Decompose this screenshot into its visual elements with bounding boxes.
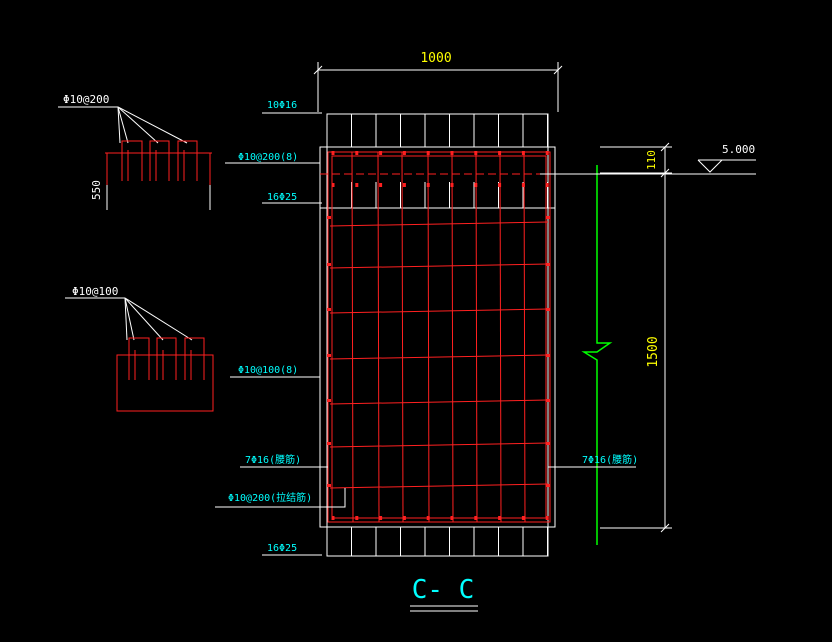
stirrup-vertical bbox=[351, 151, 354, 523]
rebar-bottom-dot bbox=[498, 516, 502, 520]
rebar-mid-dot bbox=[355, 183, 359, 187]
stirrup-horizontal bbox=[329, 399, 549, 405]
rebar-top-dot bbox=[450, 151, 454, 155]
stirrup-vertical bbox=[427, 151, 430, 523]
bottom-bar-ticks bbox=[326, 527, 548, 556]
rebar-top-dot bbox=[545, 151, 549, 155]
rebar-mid-dot bbox=[379, 183, 383, 187]
title-underline bbox=[410, 605, 478, 612]
rebar-cage bbox=[320, 151, 555, 523]
detail-lower: Φ10@100 bbox=[65, 285, 214, 412]
rebar-cage-inner bbox=[331, 155, 547, 519]
rebar-mid-dot bbox=[545, 183, 549, 187]
waist-bar-right bbox=[546, 354, 550, 357]
height-dimension bbox=[600, 142, 672, 533]
rebar-top-dot bbox=[474, 151, 478, 155]
waist-left-label: 7Φ16(腰筋) bbox=[245, 453, 301, 466]
waist-bar-left bbox=[327, 216, 331, 219]
section-title: C- C bbox=[412, 575, 475, 605]
rebar-bottom-dot bbox=[521, 516, 525, 520]
rebar-horizontals bbox=[329, 221, 549, 489]
width-dimension bbox=[313, 62, 563, 112]
rebar-top-dot bbox=[426, 151, 430, 155]
stirrup-vertical bbox=[401, 151, 404, 523]
stirrup-horizontal bbox=[329, 483, 549, 489]
detail-lower-label: Φ10@100 bbox=[72, 285, 118, 298]
tie-bar-label: Φ10@200(拉结筋) bbox=[228, 491, 312, 504]
elevation-marker bbox=[540, 159, 756, 175]
rebar-bottom-dot bbox=[402, 516, 406, 520]
section-boundary bbox=[319, 146, 556, 528]
waist-bar-right bbox=[546, 216, 550, 219]
detail-upper-label: Φ10@200 bbox=[63, 93, 109, 106]
waist-bar-left bbox=[327, 354, 331, 357]
rebar-bottom-dot bbox=[379, 516, 383, 520]
ground-line bbox=[581, 165, 613, 545]
stirrup-leg-text: 550 bbox=[90, 180, 103, 200]
waist-bar-left bbox=[327, 263, 331, 266]
stirrup-vertical bbox=[475, 151, 478, 523]
rebar-top-dot bbox=[379, 151, 383, 155]
top-offset-text: 110 bbox=[645, 150, 658, 170]
stirrup-vertical bbox=[499, 151, 502, 523]
waist-bar-left bbox=[327, 442, 331, 445]
stirrup-vertical bbox=[523, 151, 526, 523]
width-dim-text: 1000 bbox=[420, 51, 451, 66]
elevation-text: 5.000 bbox=[722, 143, 755, 156]
mid-stirrup-label: Φ10@100(8) bbox=[238, 365, 298, 376]
rebar-mid-dot bbox=[402, 183, 406, 187]
rebar-top-dot bbox=[521, 151, 525, 155]
top-bar-ticks bbox=[326, 114, 548, 208]
rebar-top-dot bbox=[498, 151, 502, 155]
section-outline bbox=[319, 113, 556, 557]
stirrup-horizontal bbox=[329, 442, 549, 448]
stirrup-vertical bbox=[377, 151, 380, 523]
bottom-main-label: 16Φ25 bbox=[267, 543, 297, 554]
stirrup-horizontal bbox=[329, 221, 549, 227]
leader-lines bbox=[215, 112, 636, 556]
rebar-mid-dot bbox=[331, 183, 335, 187]
waist-bar-right bbox=[546, 399, 550, 402]
rebar-dots bbox=[327, 151, 550, 520]
top-stirrup-label: Φ10@200(8) bbox=[238, 152, 298, 163]
waist-bar-left bbox=[327, 399, 331, 402]
rebar-mid-dot bbox=[426, 183, 430, 187]
rebar-mid-dot bbox=[474, 183, 478, 187]
rebar-bottom-dot bbox=[355, 516, 359, 520]
rebar-mid-dot bbox=[521, 183, 525, 187]
rebar-cage-outer bbox=[327, 151, 551, 523]
stirrup-horizontal bbox=[329, 263, 549, 269]
waist-right-label: 7Φ16(腰筋) bbox=[582, 453, 638, 466]
stirrup-horizontal bbox=[329, 308, 549, 314]
waist-bar-right bbox=[546, 263, 550, 266]
stirrup-horizontal bbox=[329, 354, 549, 360]
total-height-text: 1500 bbox=[646, 336, 661, 367]
waist-bar-left bbox=[327, 308, 331, 311]
rebar-bottom-dot bbox=[450, 516, 454, 520]
waist-bar-right bbox=[546, 484, 550, 487]
rebar-bottom-dot bbox=[545, 516, 549, 520]
rebar-bottom-dot bbox=[331, 516, 335, 520]
top-main-label: 16Φ25 bbox=[267, 192, 297, 203]
waist-bar-right bbox=[546, 442, 550, 445]
rebar-mid-dot bbox=[498, 183, 502, 187]
waist-bar-left bbox=[327, 484, 331, 487]
rebar-bottom-dot bbox=[474, 516, 478, 520]
rebar-boundary bbox=[326, 113, 549, 557]
rebar-top-dot bbox=[331, 151, 335, 155]
rebar-top-dot bbox=[402, 151, 406, 155]
stirrup-vertical bbox=[451, 151, 454, 523]
rebar-top-dot bbox=[355, 151, 359, 155]
rebar-mid-dot bbox=[450, 183, 454, 187]
rebar-verticals bbox=[351, 151, 526, 523]
top-bars-label: 10Φ16 bbox=[267, 100, 297, 111]
rebar-bottom-dot bbox=[426, 516, 430, 520]
detail-upper: Φ10@200 550 bbox=[58, 93, 212, 210]
waist-bar-right bbox=[546, 308, 550, 311]
